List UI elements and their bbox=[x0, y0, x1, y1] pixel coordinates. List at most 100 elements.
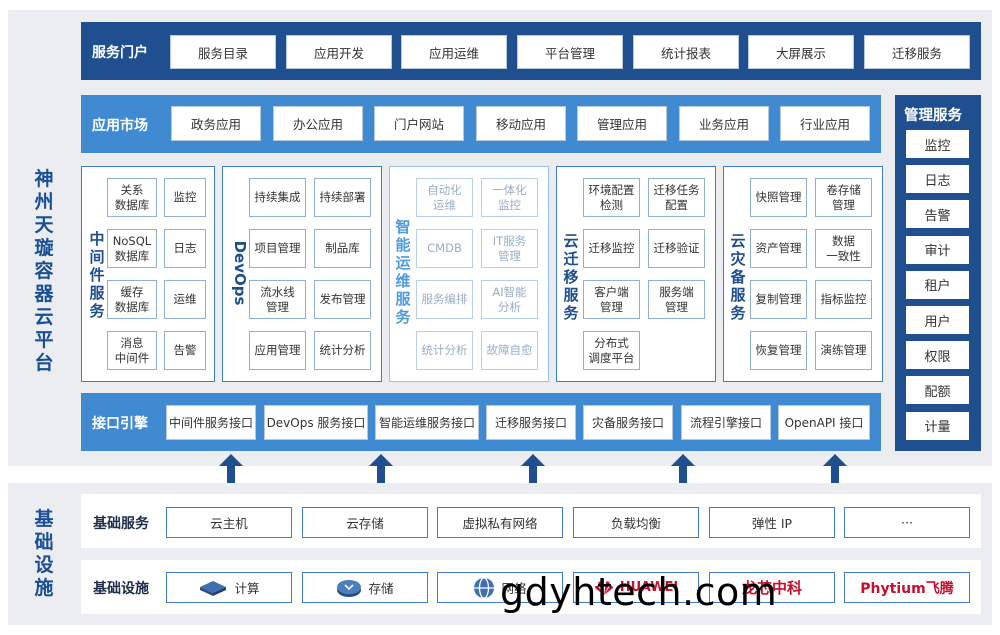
module-cell[interactable]: 故障自愈 bbox=[481, 331, 538, 370]
portal-item-6[interactable]: 迁移服务 bbox=[864, 35, 970, 69]
interface-item-5[interactable]: 流程引擎接口 bbox=[681, 405, 771, 440]
market-item-2[interactable]: 门户网站 bbox=[374, 106, 464, 141]
mgmt-item-6[interactable]: 权限 bbox=[906, 341, 969, 370]
compute-icon bbox=[198, 579, 228, 597]
module-cell[interactable]: IT服务管理 bbox=[481, 229, 538, 268]
mgmt-item-1[interactable]: 日志 bbox=[906, 165, 969, 194]
module-title: DevOps bbox=[231, 240, 249, 306]
interface-item-3[interactable]: 迁移服务接口 bbox=[486, 405, 576, 440]
interface-item-2[interactable]: 智能运维服务接口 bbox=[375, 405, 479, 440]
module-cell[interactable]: 环境配置检测 bbox=[583, 178, 640, 217]
mgmt-item-3[interactable]: 审计 bbox=[906, 235, 969, 264]
module-cell[interactable]: 运维 bbox=[164, 280, 206, 319]
module-title: 云迁移服务 bbox=[563, 232, 579, 322]
module-cell[interactable]: 分布式调度平台 bbox=[583, 331, 640, 370]
base-services-label: 基础服务 bbox=[93, 516, 149, 532]
portal-item-5[interactable]: 大屏展示 bbox=[748, 35, 854, 69]
base-infra-item-1[interactable]: 存储 bbox=[302, 572, 428, 603]
module-cell[interactable]: 服务编排 bbox=[416, 280, 473, 319]
market-item-6[interactable]: 行业应用 bbox=[780, 106, 870, 141]
base-infra-item-5[interactable]: Phytium飞腾 bbox=[844, 572, 970, 603]
module-cell[interactable]: 迁移验证 bbox=[648, 229, 705, 268]
base-infra-label-text: Phytium飞腾 bbox=[860, 580, 954, 597]
module-cell[interactable]: 迁移任务配置 bbox=[648, 178, 705, 217]
mgmt-item-8[interactable]: 计量 bbox=[906, 411, 969, 440]
module-cell[interactable]: 服务端管理 bbox=[648, 280, 705, 319]
watermark: gdyhtech.com bbox=[500, 570, 778, 614]
mgmt-item-5[interactable]: 用户 bbox=[906, 306, 969, 334]
module-cell[interactable]: 自动化运维 bbox=[416, 178, 473, 217]
base-service-item-2[interactable]: 虚拟私有网络 bbox=[437, 507, 563, 538]
portal-item-1[interactable]: 应用开发 bbox=[286, 35, 392, 69]
base-infra-item-0[interactable]: 计算 bbox=[166, 572, 292, 603]
module-cell[interactable]: 监控 bbox=[164, 178, 206, 217]
module-cell[interactable]: 客户端管理 bbox=[583, 280, 640, 319]
module-cell[interactable]: 发布管理 bbox=[314, 280, 371, 319]
interface-item-6[interactable]: OpenAPI 接口 bbox=[778, 405, 870, 440]
base-infra-item-2[interactable]: 网络 bbox=[437, 572, 563, 603]
module-cell[interactable]: 演练管理 bbox=[815, 331, 872, 370]
mgmt-item-2[interactable]: 告警 bbox=[906, 200, 969, 229]
module-cell[interactable]: 恢复管理 bbox=[750, 331, 807, 370]
base-service-item-3[interactable]: 负载均衡 bbox=[573, 507, 699, 538]
market-item-5[interactable]: 业务应用 bbox=[679, 106, 769, 141]
module-cell[interactable]: 统计分析 bbox=[416, 331, 473, 370]
interface-item-1[interactable]: DevOps 服务接口 bbox=[264, 405, 368, 440]
module-cell[interactable]: 持续集成 bbox=[249, 178, 306, 217]
module-cell[interactable]: 一体化监控 bbox=[481, 178, 538, 217]
market-item-3[interactable]: 移动应用 bbox=[476, 106, 566, 141]
module-cell[interactable]: 应用管理 bbox=[249, 331, 306, 370]
module-cell[interactable]: AI智能分析 bbox=[481, 280, 538, 319]
base-service-item-5[interactable]: ··· bbox=[844, 507, 970, 538]
portal-item-0[interactable]: 服务目录 bbox=[170, 35, 276, 69]
mgmt-item-7[interactable]: 配额 bbox=[906, 376, 969, 405]
mgmt-item-4[interactable]: 租户 bbox=[906, 270, 969, 299]
module-cell[interactable]: 数据一致性 bbox=[815, 229, 872, 268]
mgmt-title: 管理服务 bbox=[904, 108, 962, 124]
base-infra-label-text: 网络 bbox=[501, 581, 527, 596]
module-cell[interactable]: 项目管理 bbox=[249, 229, 306, 268]
mgmt-item-0[interactable]: 监控 bbox=[906, 130, 969, 158]
market-item-4[interactable]: 管理应用 bbox=[577, 106, 667, 141]
portal-item-4[interactable]: 统计报表 bbox=[633, 35, 739, 69]
platform-title: 神州天璇容器云平台 bbox=[34, 168, 54, 374]
module-title: 中间件服务 bbox=[89, 230, 105, 320]
module-title: 智能运维服务 bbox=[395, 218, 411, 326]
module-cell[interactable]: 统计分析 bbox=[314, 331, 371, 370]
market-item-1[interactable]: 办公应用 bbox=[273, 106, 363, 141]
module-cell[interactable]: 迁移监控 bbox=[583, 229, 640, 268]
interface-item-4[interactable]: 灾备服务接口 bbox=[583, 405, 673, 440]
base-service-item-4[interactable]: 弹性 IP bbox=[709, 507, 835, 538]
module-cell[interactable]: 制品库 bbox=[314, 229, 371, 268]
base-infra-item-3[interactable]: HUAWEI bbox=[573, 572, 699, 603]
portal-item-2[interactable]: 应用运维 bbox=[401, 35, 507, 69]
module-cell[interactable]: 关系数据库 bbox=[107, 178, 157, 217]
app-market-label: 应用市场 bbox=[92, 118, 148, 134]
base-infra-label-text: 存储 bbox=[368, 581, 394, 596]
interface-item-0[interactable]: 中间件服务接口 bbox=[166, 405, 256, 440]
module-cell[interactable]: 缓存数据库 bbox=[107, 280, 157, 319]
module-cell[interactable]: 指标监控 bbox=[815, 280, 872, 319]
base-service-item-1[interactable]: 云存储 bbox=[302, 507, 428, 538]
module-cell[interactable]: 消息中间件 bbox=[107, 331, 157, 370]
infra-title: 基础设施 bbox=[34, 508, 54, 599]
module-cell[interactable]: 资产管理 bbox=[750, 229, 807, 268]
module-cell[interactable]: 日志 bbox=[164, 229, 206, 268]
portal-item-3[interactable]: 平台管理 bbox=[517, 35, 623, 69]
base-infra-item-4[interactable]: 龙芯中科 bbox=[709, 572, 835, 603]
module-cell[interactable]: 告警 bbox=[164, 331, 206, 370]
module-cell[interactable]: 持续部署 bbox=[314, 178, 371, 217]
module-cell[interactable]: CMDB bbox=[416, 229, 473, 268]
base-infra-label-text: HUAWEI bbox=[619, 580, 679, 595]
service-portal-label: 服务门户 bbox=[92, 45, 148, 61]
module-cell[interactable]: 快照管理 bbox=[750, 178, 807, 217]
module-cell[interactable]: 卷存储管理 bbox=[815, 178, 872, 217]
market-item-0[interactable]: 政务应用 bbox=[171, 106, 261, 141]
base-infra-label: 基础设施 bbox=[93, 581, 149, 597]
base-service-item-0[interactable]: 云主机 bbox=[166, 507, 292, 538]
storage-icon bbox=[336, 578, 362, 598]
module-title: 云灾备服务 bbox=[730, 232, 746, 322]
module-cell[interactable]: 流水线管理 bbox=[249, 280, 306, 319]
module-cell[interactable]: 复制管理 bbox=[750, 280, 807, 319]
